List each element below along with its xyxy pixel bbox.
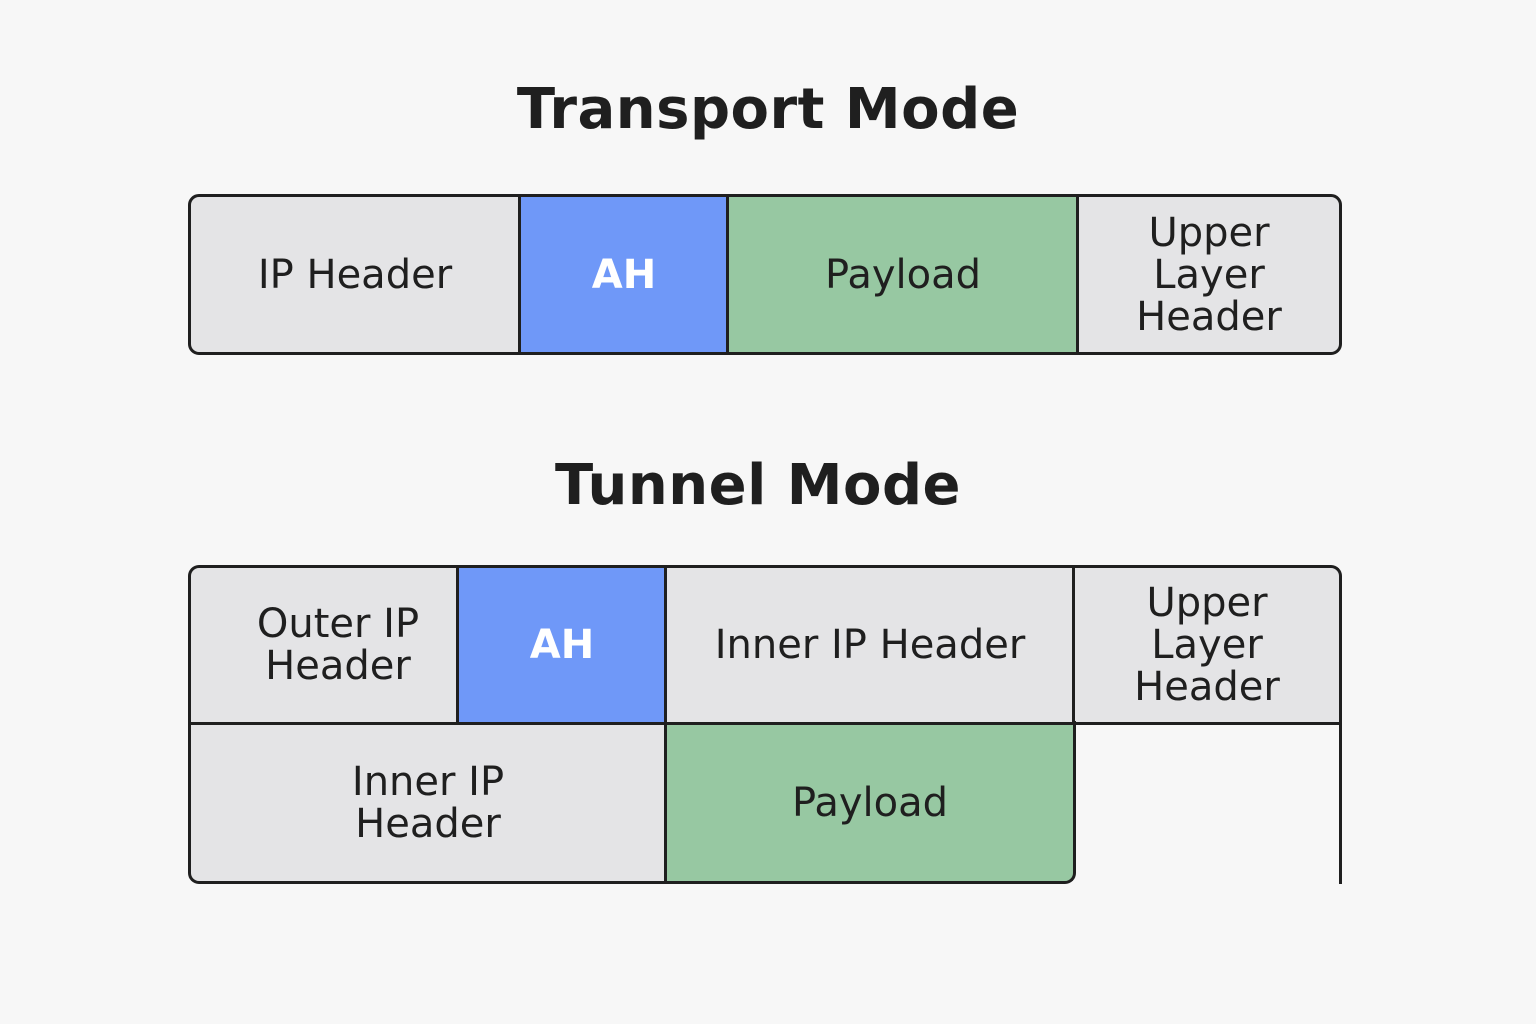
transport-mode-title: Transport Mode xyxy=(516,77,1020,142)
tunnel-right-edge-line xyxy=(1339,722,1342,884)
tunnel-upper-layer-header-label: Upper Layer Header xyxy=(1134,580,1280,710)
transport-divider xyxy=(518,196,521,353)
tunnel-ah-field: AH xyxy=(458,567,666,723)
transport-upper-layer-header-field: Upper Layer Header xyxy=(1078,196,1340,353)
tunnel-divider xyxy=(456,567,459,723)
transport-ah-field: AH xyxy=(520,196,728,353)
transport-divider xyxy=(1076,196,1079,353)
transport-upper-layer-header-label: Upper Layer Header xyxy=(1136,209,1282,340)
tunnel-upper-layer-header-field: Upper Layer Header xyxy=(1074,567,1340,723)
tunnel-inner-ip-header-continued-label: Inner IP Header xyxy=(351,759,505,847)
tunnel-payload-field: Payload xyxy=(666,725,1074,881)
tunnel-inner-ip-header-continued-field: Inner IP Header xyxy=(190,725,666,881)
tunnel-inner-ip-header-label: Inner IP Header xyxy=(714,622,1026,668)
transport-ip-header-field: IP Header xyxy=(190,196,520,353)
tunnel-inner-ip-header-field: Inner IP Header xyxy=(666,567,1074,723)
transport-payload-label: Payload xyxy=(825,251,981,298)
transport-divider xyxy=(726,196,729,353)
tunnel-divider xyxy=(1072,567,1075,723)
tunnel-mode-title: Tunnel Mode xyxy=(554,453,962,518)
transport-ah-label: AH xyxy=(591,251,657,298)
tunnel-payload-label: Payload xyxy=(792,780,948,826)
tunnel-divider xyxy=(664,567,667,882)
tunnel-ah-label: AH xyxy=(529,622,595,668)
transport-payload-field: Payload xyxy=(728,196,1078,353)
tunnel-row-divider xyxy=(188,722,1342,725)
tunnel-outer-ip-header-field: Outer IP Header xyxy=(190,567,458,723)
transport-ip-header-label: IP Header xyxy=(257,251,453,298)
tunnel-outer-ip-header-label: Outer IP Header xyxy=(256,601,420,689)
